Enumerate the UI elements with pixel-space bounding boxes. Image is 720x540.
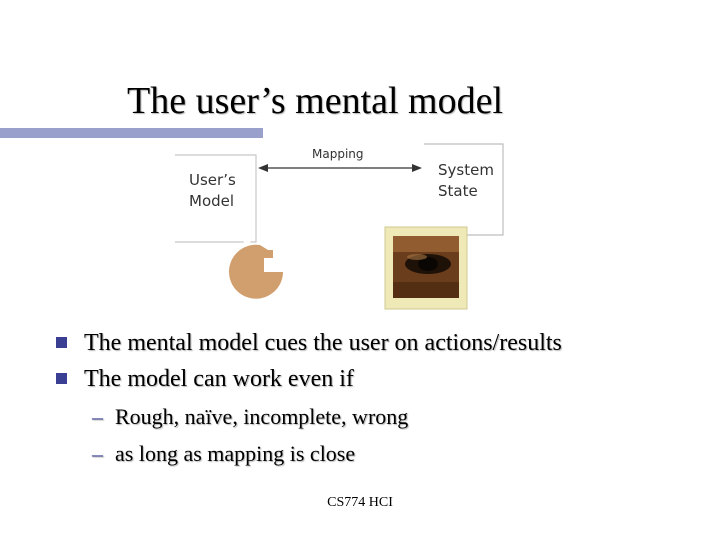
sub-bullet-list: – Rough, naïve, incomplete, wrong – as l… xyxy=(92,398,652,472)
user-model-label-line1: User’s xyxy=(189,171,236,189)
mental-model-diagram: User’s Model System State Mapping xyxy=(175,143,504,310)
bullet-text: The mental model cues the user on action… xyxy=(84,330,562,356)
bullet-item: The model can work even if xyxy=(56,361,696,397)
slide-footer: CS774 HCI xyxy=(327,495,393,510)
square-bullet-icon xyxy=(56,337,67,348)
dash-marker: – xyxy=(92,404,103,429)
mapping-label: Mapping xyxy=(312,147,364,161)
bullet-item: The mental model cues the user on action… xyxy=(56,325,696,361)
sub-bullet-item: – as long as mapping is close xyxy=(92,435,652,472)
sub-bullet-text: as long as mapping is close xyxy=(115,441,356,466)
system-state-label-line2: State xyxy=(438,182,478,200)
sub-bullet-item: – Rough, naïve, incomplete, wrong xyxy=(92,398,652,435)
system-state-label-line1: System xyxy=(438,161,494,179)
title-underline-bar xyxy=(0,128,263,138)
dash-marker: – xyxy=(92,441,103,466)
user-model-box xyxy=(175,154,257,243)
head-icon xyxy=(229,237,283,299)
sub-bullet-text: Rough, naïve, incomplete, wrong xyxy=(115,404,409,429)
bullet-list: The mental model cues the user on action… xyxy=(56,325,696,397)
slide-title: The user’s mental model xyxy=(127,80,504,122)
bullet-text: The model can work even if xyxy=(84,366,354,392)
user-model-label-line2: Model xyxy=(189,192,234,210)
eye-image xyxy=(384,226,468,310)
square-bullet-icon xyxy=(56,373,67,384)
